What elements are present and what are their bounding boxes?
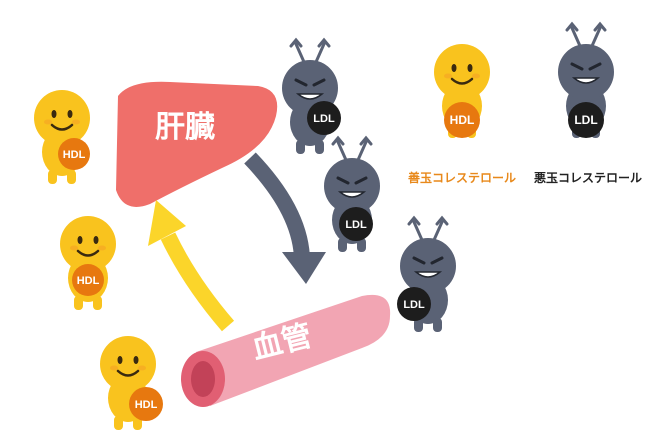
legend-good-label: 善玉コレステロール bbox=[408, 170, 516, 185]
svg-text:LDL: LDL bbox=[345, 219, 367, 231]
liver-shape bbox=[116, 81, 278, 207]
vessel-to-liver-arrow bbox=[160, 232, 235, 332]
legend-hdl-character: HDL bbox=[432, 42, 492, 140]
svg-text:HDL: HDL bbox=[135, 399, 158, 411]
ldl-character-3: LDL bbox=[397, 216, 458, 334]
legend-bad-label: 悪玉コレステロール bbox=[534, 171, 642, 185]
hdl-character-2: HDL bbox=[58, 214, 118, 312]
liver-to-vessel-arrowhead bbox=[282, 252, 326, 284]
svg-text:LDL: LDL bbox=[403, 299, 425, 311]
svg-text:HDL: HDL bbox=[63, 149, 86, 161]
svg-text:LDL: LDL bbox=[313, 113, 335, 125]
liver-label: 肝臓 bbox=[155, 110, 215, 145]
liver-to-vessel-arrow bbox=[244, 152, 310, 259]
hdl-character-3: HDL bbox=[98, 334, 163, 432]
svg-text:LDL: LDL bbox=[574, 113, 597, 127]
ldl-character-1: LDL bbox=[280, 38, 341, 156]
vessel-shape bbox=[196, 294, 391, 406]
ldl-character-2: LDL bbox=[322, 136, 382, 254]
svg-text:HDL: HDL bbox=[77, 275, 100, 287]
svg-text:HDL: HDL bbox=[450, 113, 475, 127]
hdl-character-1: HDL bbox=[32, 88, 92, 186]
legend-ldl-character: LDL bbox=[556, 22, 616, 140]
vessel-to-liver-arrowhead bbox=[148, 200, 186, 246]
